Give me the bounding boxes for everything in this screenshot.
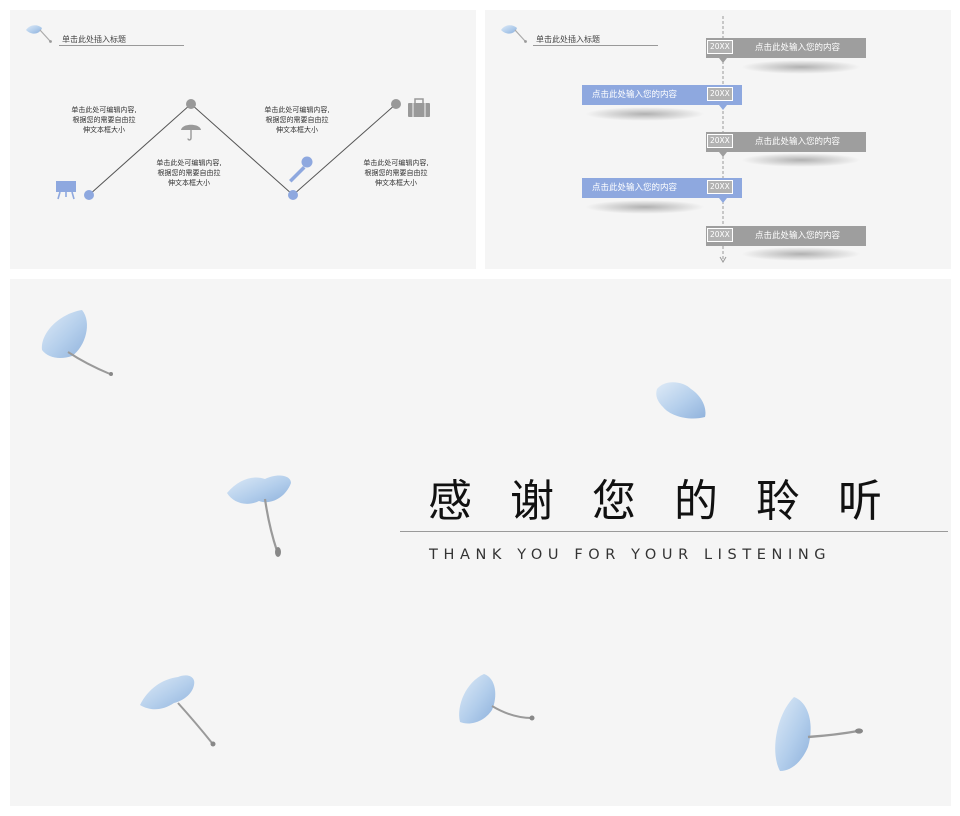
blue-petal-icon xyxy=(775,697,863,771)
zigzag-line xyxy=(84,99,401,200)
blue-petal-icon xyxy=(41,310,113,376)
box-shadow xyxy=(741,153,861,167)
blue-petal-icon xyxy=(140,675,216,747)
timeline-year[interactable]: 20XX xyxy=(707,228,733,242)
content-text-block[interactable]: 单击此处可编辑内容,根据您的需要自由拉伸文本框大小 xyxy=(71,106,137,134)
box-shadow xyxy=(585,200,705,214)
flower-logo-icon xyxy=(26,25,52,43)
title-underline xyxy=(533,45,658,46)
slide-thank-you[interactable]: 感谢您的聆听 THANK YOU FOR YOUR LISTENING xyxy=(10,279,951,806)
content-text-block[interactable]: 单击此处可编辑内容,根据您的需要自由拉伸文本框大小 xyxy=(156,159,222,187)
timeline-year[interactable]: 20XX xyxy=(707,40,733,54)
box-shadow xyxy=(741,247,861,261)
zigzag-node xyxy=(288,190,298,200)
box-shadow xyxy=(741,60,861,74)
timeline-item[interactable]: 点击此处输入您的内容 xyxy=(582,85,742,105)
zigzag-node xyxy=(186,99,196,109)
slide-zigzag[interactable]: 单击此处插入标题 单击此处可编辑内容,根据您的需要自由拉伸文本框大小 单击此处可… xyxy=(10,10,476,269)
zigzag-node xyxy=(84,190,94,200)
box-pointer xyxy=(719,58,727,63)
slide-title[interactable]: 单击此处插入标题 xyxy=(62,35,126,44)
timeline-year[interactable]: 20XX xyxy=(707,134,733,148)
blue-petal-icon xyxy=(459,674,535,724)
briefcase-icon xyxy=(408,98,430,117)
title-divider xyxy=(400,531,948,532)
timeline-year[interactable]: 20XX xyxy=(707,87,733,101)
box-pointer xyxy=(719,105,727,110)
blue-petal-icon xyxy=(656,382,706,419)
flower-logo-icon xyxy=(501,25,527,43)
slide-title[interactable]: 单击此处插入标题 xyxy=(536,35,600,44)
slide-timeline[interactable]: 单击此处插入标题 点击此处输入您的内容 20XX 点击此处输入您的内容 20XX… xyxy=(485,10,951,269)
thank-you-title[interactable]: 感谢您的聆听 xyxy=(428,476,920,527)
content-text-block[interactable]: 单击此处可编辑内容,根据您的需要自由拉伸文本框大小 xyxy=(363,159,429,187)
zigzag-node xyxy=(391,99,401,109)
thank-you-subtitle[interactable]: THANK YOU FOR YOUR LISTENING xyxy=(429,547,832,563)
timeline-year[interactable]: 20XX xyxy=(707,180,733,194)
content-text-block[interactable]: 单击此处可编辑内容,根据您的需要自由拉伸文本框大小 xyxy=(264,106,330,134)
box-pointer xyxy=(719,152,727,157)
microphone-icon xyxy=(289,156,313,183)
timeline-item[interactable]: 点击此处输入您的内容 xyxy=(706,38,866,58)
projector-board-icon xyxy=(56,181,76,200)
timeline-item[interactable]: 点击此处输入您的内容 xyxy=(706,226,866,246)
timeline-item[interactable]: 点击此处输入您的内容 xyxy=(582,178,742,198)
title-underline xyxy=(59,45,184,46)
box-shadow xyxy=(585,107,705,121)
umbrella-icon xyxy=(181,124,201,141)
timeline-item[interactable]: 点击此处输入您的内容 xyxy=(706,132,866,152)
box-pointer xyxy=(719,198,727,203)
blue-petal-icon xyxy=(227,475,291,557)
